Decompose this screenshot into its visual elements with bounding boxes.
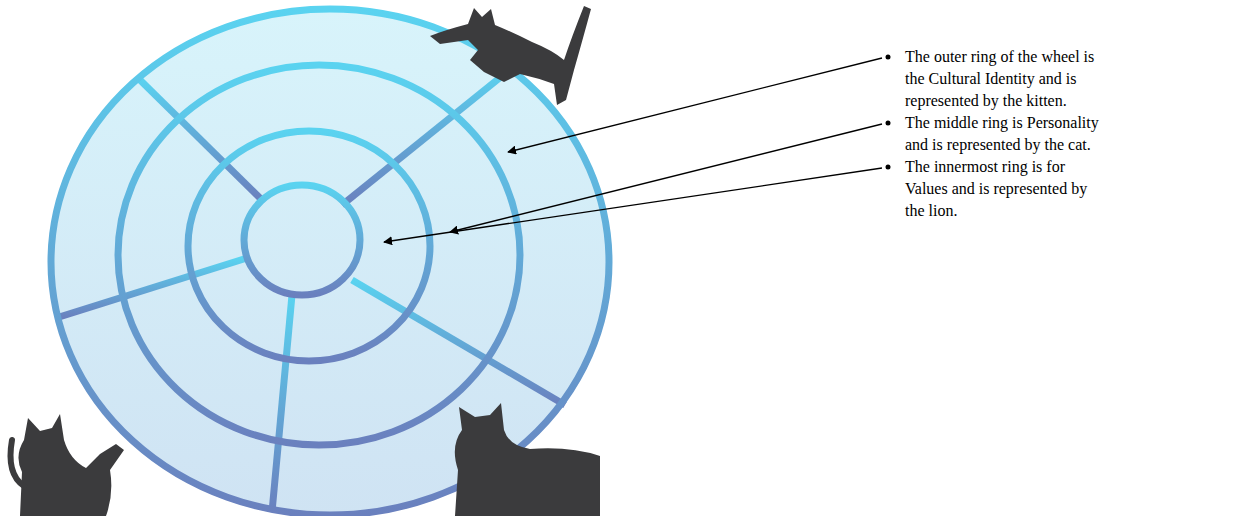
- spoke: [352, 280, 565, 405]
- leader-arrow: [384, 168, 882, 242]
- lion: [455, 403, 600, 516]
- callout-text: The outer ring of the wheel is the Cultu…: [905, 46, 1105, 112]
- kitten-tail: [11, 440, 25, 486]
- spoke: [342, 68, 512, 205]
- middle-ring-outline: [118, 65, 520, 445]
- leader-lines: [384, 58, 882, 242]
- bullets: [886, 55, 891, 170]
- outer-ring: [51, 9, 609, 515]
- cat-silhouettes: [11, 6, 601, 516]
- bullet-dot: [886, 55, 891, 60]
- spoke: [272, 295, 292, 512]
- spoke: [56, 258, 247, 318]
- wheel-rings: [51, 9, 609, 515]
- callout-text: The middle ring is Personality and is re…: [905, 112, 1105, 156]
- kitten: [18, 414, 124, 516]
- core-circle: [244, 185, 360, 295]
- bullet-dot: [886, 121, 891, 126]
- bullet-dot: [886, 165, 891, 170]
- inner-ring-outline: [188, 131, 430, 361]
- leaping-cat: [430, 6, 591, 105]
- wheel-fill: [48, 6, 612, 516]
- callout-text: The innermost ring is for Values and is …: [905, 156, 1105, 222]
